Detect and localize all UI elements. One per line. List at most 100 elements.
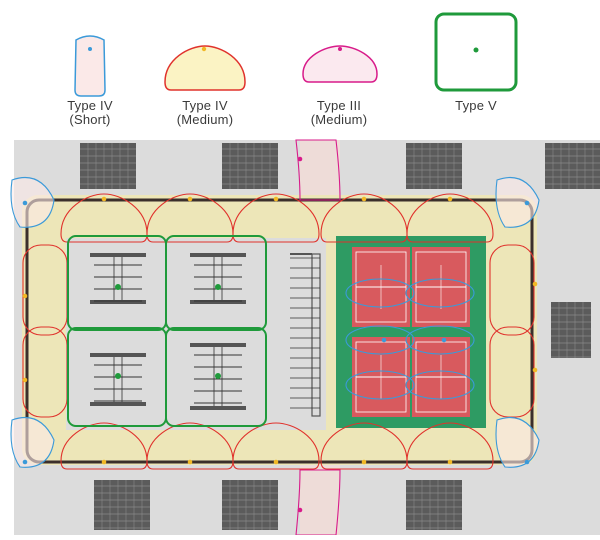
legend-subtype-text: (Medium) [310,112,368,127]
light-pole [361,196,367,202]
legend-subtype-text: (Short) [69,112,111,127]
legend-type-text: Type III [316,98,362,113]
rack-spine [213,344,223,409]
legend-label-type-v: Type V [436,99,516,113]
legend-pole-dot [473,47,479,53]
light-pole [115,284,121,290]
legend-pole-dot [201,46,207,52]
parking-block-fill [222,143,278,189]
coverage-type-iv-medium [320,193,408,243]
light-pole [447,459,453,465]
coverage-type-iv-short-corner [495,176,540,228]
coverage-type-iv-medium [146,193,234,243]
parking-block [545,143,600,189]
parking-block [551,302,591,358]
site-curb-outline [25,198,534,464]
rack-spine [113,254,123,303]
light-pole [187,459,193,465]
legend-icon-type-iv-short [74,35,106,97]
parking-rack [90,353,146,406]
parking-block-fill [406,480,462,530]
tennis-court [412,337,470,417]
parking-blocks [80,143,600,530]
light-pole [101,196,107,202]
coverage-type-iv-short-corner [10,416,55,468]
light-pole [22,293,28,299]
parking-block-fill [94,480,150,530]
coverage-type-iv-medium-side [489,244,535,336]
light-pole [115,373,121,379]
light-pole [273,459,279,465]
parking-block [222,480,278,530]
coverage-type-iv-short-court [405,278,475,308]
parking-lot-area [66,238,326,430]
walkway-bottom [300,460,340,535]
legend-icon-type-iv-medium [164,45,246,91]
parking-rack [190,343,246,410]
legend-icon-type-iii-medium [302,45,378,83]
light-pole [447,196,453,202]
parking-block-fill [551,302,591,358]
parking-block-fill [545,143,600,189]
rack-spine [113,354,123,405]
light-pole [273,196,279,202]
light-pole [532,281,538,287]
legend-type-text: Type V [455,98,497,113]
tennis-court [352,337,410,417]
parking-rack-ladder [290,253,321,417]
coverage-type-iv-medium [320,422,408,470]
legend-label-type-iv-short: Type IV (Short) [55,99,125,127]
parking-block [406,480,462,530]
rack-spine [213,254,223,303]
parking-block [80,143,136,189]
coverage-type-iv-short-court [405,325,475,355]
coverage-type-iv-medium [406,422,494,470]
light-pole [381,337,387,343]
parking-block [222,143,278,189]
legend-pole-dot [338,47,342,51]
light-poles [22,156,538,513]
light-pole [22,200,28,206]
parking-block [94,480,150,530]
light-pole [187,196,193,202]
coverage-type-iv-medium [146,422,234,470]
legend-type-text: Type IV [67,98,113,113]
parking-block [406,143,462,189]
coverage-type-iv-medium [60,422,148,470]
coverage-type-v [165,235,267,331]
coverage-type-iv-short-court [345,370,415,400]
coverage-type-iv-short-corner [10,176,55,228]
legend-pole-dot [88,47,92,51]
tennis-court [412,247,470,327]
coverage-type-iv-short-court [345,325,415,355]
light-pole [524,459,530,465]
light-pole [441,337,447,343]
parking-block-fill [222,480,278,530]
legend [74,12,518,97]
light-pole [524,200,530,206]
coverage-type-iv-short-court [345,278,415,308]
light-pole [532,367,538,373]
light-pole [297,507,303,513]
legend-label-type-iv-medium: Type IV (Medium) [160,99,250,127]
parking-block-fill [406,143,462,189]
legend-subtype-text: (Medium) [176,112,234,127]
legend-type-text: Type IV [182,98,228,113]
light-pole [297,156,303,162]
coverage-type-v [165,327,267,427]
coverage-type-iv-medium [232,193,320,243]
parking-racks [90,253,321,417]
tennis-court [352,247,410,327]
coverage-type-iv-medium [406,193,494,243]
light-pole [101,459,107,465]
light-pole [22,377,28,383]
parking-block-fill [80,143,136,189]
coverage-type-iv-medium [60,193,148,243]
light-pole [215,284,221,290]
coverage-type-iv-short-court [405,370,475,400]
light-pole [215,373,221,379]
ladder-frame [311,253,321,417]
legend-label-type-iii-medium: Type III (Medium) [294,99,384,127]
